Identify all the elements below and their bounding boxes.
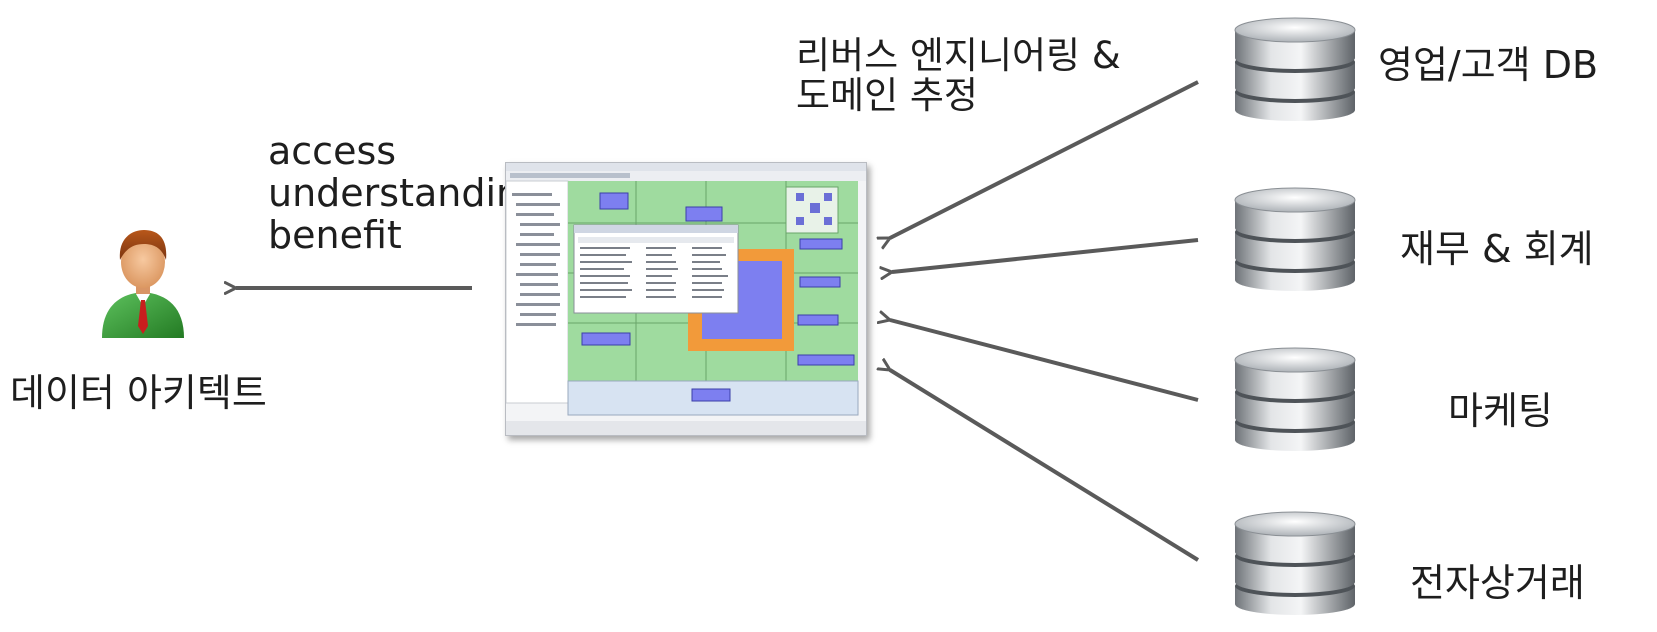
db-icon — [1230, 340, 1360, 452]
caption-access: access — [268, 129, 397, 173]
db-label-marketing: 마케팅 — [1448, 389, 1553, 433]
arrow-from-ecommerce-db — [890, 370, 1200, 562]
arrow-from-marketing-db — [890, 320, 1199, 402]
person-icon — [102, 230, 184, 338]
caption-reverse-engineering: 리버스 엔지니어링 & — [796, 34, 1121, 77]
tool-diagram-thumbnail — [506, 163, 866, 435]
db-icon — [1230, 10, 1360, 122]
architect-label: 데이터 아키텍트 — [10, 371, 267, 415]
reverse-engineering-caption: 리버스 엔지니어링 & 도메인 추정 — [796, 36, 1121, 116]
db-label-ecommerce: 전자상거래 — [1410, 561, 1585, 605]
db-label-sales: 영업/고객 DB — [1378, 43, 1599, 87]
caption-domain-inference: 도메인 추정 — [796, 74, 978, 117]
caption-understanding: understanding — [268, 171, 545, 215]
db-icon — [1230, 180, 1360, 292]
db-label-finance: 재무 & 회계 — [1400, 227, 1594, 271]
arrow-from-finance-db — [892, 238, 1199, 272]
modeling-tool-screenshot — [505, 162, 867, 436]
db-icon — [1230, 504, 1360, 616]
caption-benefit: benefit — [268, 213, 402, 257]
arrow-from-sales-db — [890, 80, 1199, 238]
benefit-caption: access understanding benefit — [268, 130, 544, 256]
